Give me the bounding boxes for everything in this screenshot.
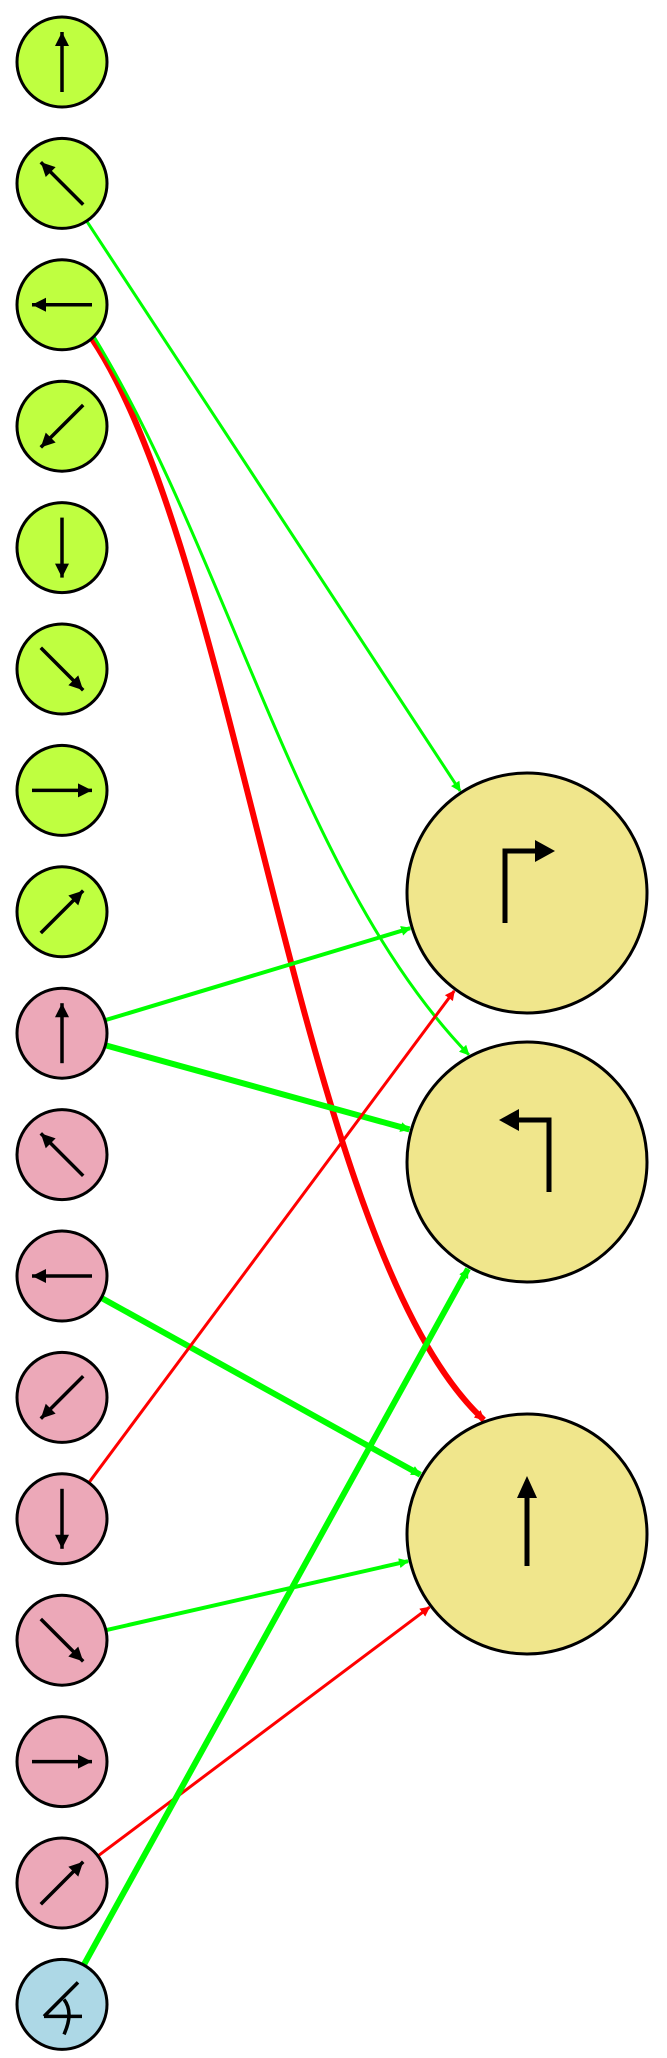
input-node-pink-12: [15, 1472, 109, 1566]
input-nodes: [15, 15, 109, 2051]
arrow-right-icon: [32, 783, 92, 798]
edge-excite-8-to-0: [104, 926, 412, 1023]
arrow-left-icon: [32, 1269, 92, 1283]
arrow-down-icon: [55, 1488, 69, 1549]
straight-icon: [517, 1476, 537, 1566]
input-node-green-5: [15, 622, 109, 716]
output-node-0: [405, 771, 649, 1015]
arrow-down-left-icon: [39, 403, 85, 449]
output-node-1: [405, 1040, 649, 1284]
edge-excite-10-to-2: [99, 1295, 422, 1478]
input-node-pink-11: [15, 1350, 109, 1444]
input-node-green-2: [15, 258, 109, 352]
turn-left-icon: [499, 1109, 552, 1192]
input-node-pink-10: [15, 1229, 109, 1323]
edge-inhibit-2-to-2: [89, 337, 486, 1423]
input-node-pink-8: [15, 986, 109, 1080]
arrow-up-left-icon: [39, 1132, 85, 1178]
edge-inhibit-12-to-0: [87, 990, 456, 1484]
input-node-pink-13: [15, 1593, 109, 1687]
arrow-up-icon: [55, 1003, 69, 1064]
input-node-pink-15: [15, 1836, 109, 1930]
arrow-down-left-icon: [39, 1374, 85, 1420]
input-node-green-4: [15, 501, 109, 595]
input-node-green-6: [15, 743, 109, 837]
turn-right-icon: [502, 840, 555, 923]
arrow-up-right-icon: [39, 889, 85, 935]
input-node-pink-14: [15, 1715, 109, 1809]
output-node-2: [405, 1412, 649, 1656]
input-node-green-7: [15, 865, 109, 959]
arrow-down-right-icon: [39, 646, 85, 692]
arrow-down-icon: [55, 517, 69, 578]
arrow-right-icon: [32, 1754, 92, 1769]
input-node-green-0: [15, 15, 109, 109]
input-node-green-1: [15, 136, 109, 230]
input-node-blue-16: [15, 1957, 109, 2051]
arrow-up-icon: [55, 32, 69, 92]
arrow-down-right-icon: [39, 1617, 85, 1663]
input-node-pink-9: [15, 1108, 109, 1202]
edge-excite-8-to-1: [104, 1042, 411, 1133]
arrow-up-left-icon: [39, 160, 85, 206]
edge-inhibit-15-to-2: [97, 1606, 431, 1858]
output-nodes: [405, 771, 649, 1656]
edge-excite-1-to-0: [85, 220, 462, 792]
angle-icon: [42, 1981, 82, 2036]
edge-excite-2-to-1: [92, 336, 470, 1056]
arrow-left-icon: [32, 297, 92, 312]
edge-excite-16-to-1: [81, 1267, 471, 1967]
connections: [81, 220, 486, 1967]
input-node-green-3: [15, 379, 109, 473]
arrow-up-right-icon: [39, 1860, 85, 1906]
edge-excite-13-to-2: [105, 1558, 410, 1633]
